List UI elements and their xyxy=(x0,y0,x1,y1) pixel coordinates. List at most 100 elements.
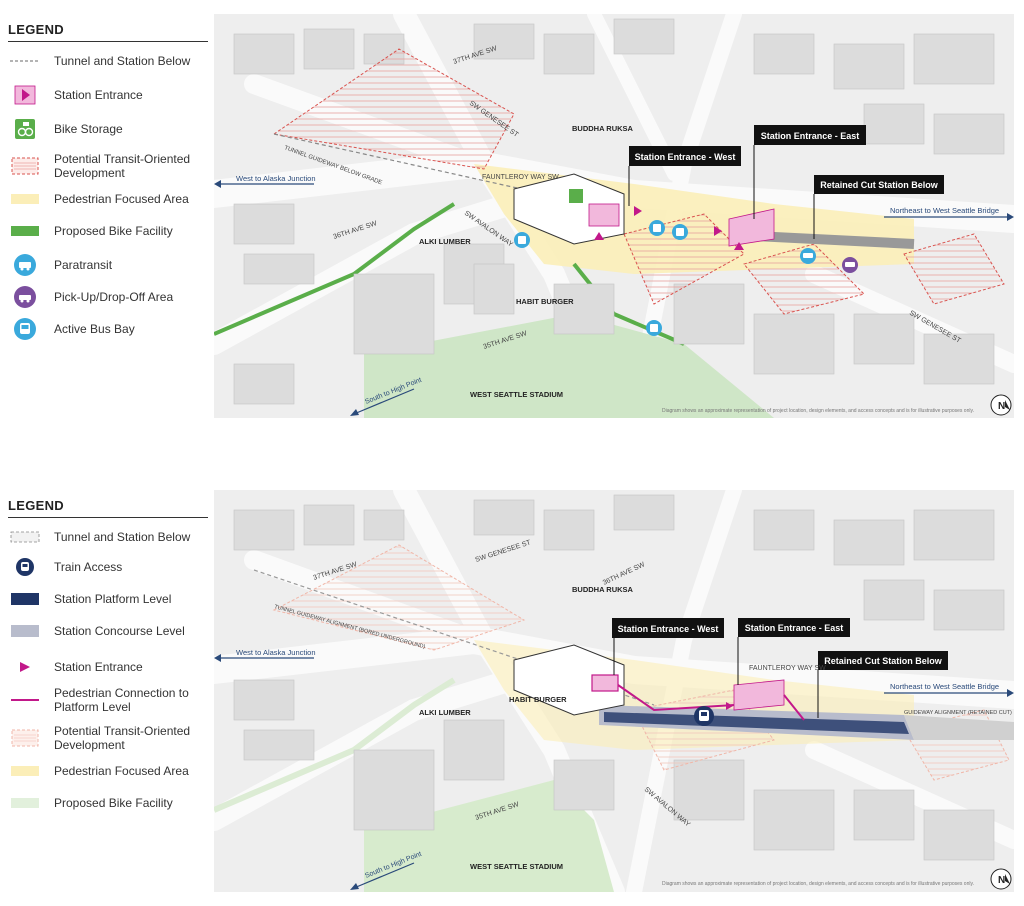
bike-facility-icon xyxy=(8,220,42,242)
legend-label: Station Entrance xyxy=(54,88,143,102)
legend-item-pedestrian: Pedestrian Focused Area xyxy=(8,760,208,782)
north-arrow: N xyxy=(990,868,1012,890)
stadium-field xyxy=(364,780,614,892)
landmark-label: ALKI LUMBER xyxy=(419,708,471,717)
paratransit-icon xyxy=(8,254,42,276)
legend-bottom: LEGEND Tunnel and Station Below Train Ac… xyxy=(8,498,208,822)
landmark-label: WEST SEATTLE STADIUM xyxy=(470,390,563,399)
landmark-label: ALKI LUMBER xyxy=(419,237,471,246)
legend-title: LEGEND xyxy=(8,22,64,37)
direction-arrow-northeast: Northeast to West Seattle Bridge xyxy=(884,206,1014,221)
callout-retained-cut: Retained Cut Station Below xyxy=(813,175,944,239)
legend-label: Proposed Bike Facility xyxy=(54,796,173,810)
bike-facility-icon xyxy=(8,792,42,814)
tunnel-dashed-icon xyxy=(8,526,42,548)
station-west-building xyxy=(513,173,625,245)
entrance-markers xyxy=(594,206,744,250)
legend-item-bike-facility: Proposed Bike Facility xyxy=(8,220,208,242)
arrow-northeast-text: Northeast to West Seattle Bridge xyxy=(890,206,999,215)
legend-item-entrance: Station Entrance xyxy=(8,84,208,106)
landmark-label: BUDDHA RUKSA xyxy=(572,124,634,133)
north-arrow-icon: N xyxy=(998,401,1005,412)
legend-label: Station Concourse Level xyxy=(54,624,185,638)
callout-west-text: Station Entrance - West xyxy=(618,624,719,634)
retained-cut-guideway xyxy=(904,715,1014,740)
legend-label: Tunnel and Station Below xyxy=(54,54,191,68)
guideway-label: GUIDEWAY ALIGNMENT (RETAINED CUT) xyxy=(904,710,1012,716)
station-entrance-icon xyxy=(8,84,42,106)
legend-top: LEGEND Tunnel and Station Below Station … xyxy=(8,22,208,348)
tod-hatch-icon xyxy=(8,727,42,749)
legend-item-train-access: Train Access xyxy=(8,556,208,578)
landmark-label: HABIT BURGER xyxy=(516,297,574,306)
legend-item-pedestrian-connection: Pedestrian Connection to Platform Level xyxy=(8,686,208,714)
callout-station-east: Station Entrance - East xyxy=(753,125,866,219)
pedestrian-connection-icon xyxy=(8,689,42,711)
top-panel: LEGEND Tunnel and Station Below Station … xyxy=(0,0,1024,440)
tunnel-dashed-icon xyxy=(8,50,42,72)
platform-level xyxy=(604,712,909,734)
bus-bay-markers xyxy=(514,220,858,336)
concourse-level-icon xyxy=(8,620,42,642)
north-arrow: N xyxy=(990,394,1012,416)
landmark-labels: BUDDHA RUKSA ALKI LUMBER HABIT BURGER WE… xyxy=(419,585,634,871)
callout-east-text: Station Entrance - East xyxy=(761,131,860,141)
legend-item-bus-bay: Active Bus Bay xyxy=(8,318,208,340)
callout-station-west: Station Entrance - West xyxy=(612,618,724,675)
legend-divider xyxy=(8,41,208,42)
legend-item-tunnel: Tunnel and Station Below xyxy=(8,526,208,548)
tod-zones xyxy=(272,48,1005,315)
pedestrian-area-icon xyxy=(8,760,42,782)
station-map-bottom: Station Entrance - West Station Entrance… xyxy=(214,490,1014,892)
street-label: FAUNTLEROY WAY SW xyxy=(482,174,559,181)
tod-hatch-icon xyxy=(8,155,42,177)
callout-retained-cut: Retained Cut Station Below xyxy=(817,651,948,718)
north-arrow-icon: N xyxy=(998,875,1005,886)
legend-label: Station Platform Level xyxy=(54,592,172,606)
stadium-field xyxy=(364,314,774,418)
legend-item-tod: Potential Transit-Oriented Development xyxy=(8,724,208,752)
legend-label: Station Entrance xyxy=(54,660,143,674)
legend-item-bike-storage: Bike Storage xyxy=(8,118,208,140)
legend-item-tunnel: Tunnel and Station Below xyxy=(8,50,208,72)
disclaimer-text: Diagram shows an approximate representat… xyxy=(662,881,974,887)
station-east-building xyxy=(728,208,775,247)
arrow-west-text: West to Alaska Junction xyxy=(236,648,316,657)
pedestrian-area-icon xyxy=(8,188,42,210)
callout-station-west: Station Entrance - West xyxy=(628,146,741,206)
legend-divider xyxy=(8,517,208,518)
legend-item-pedestrian: Pedestrian Focused Area xyxy=(8,188,208,210)
legend-item-pickup: Pick-Up/Drop-Off Area xyxy=(8,286,208,308)
bike-facility-line xyxy=(214,677,456,813)
legend-label: Bike Storage xyxy=(54,122,123,136)
station-entrance-icon xyxy=(8,656,42,678)
legend-title: LEGEND xyxy=(8,498,64,513)
direction-arrow-west: West to Alaska Junction xyxy=(214,174,316,188)
bike-storage-icon xyxy=(8,118,42,140)
legend-label: Tunnel and Station Below xyxy=(54,530,191,544)
callout-east-text: Station Entrance - East xyxy=(745,623,844,633)
station-east-building xyxy=(733,679,785,711)
legend-label: Train Access xyxy=(54,560,123,574)
landmark-labels: BUDDHA RUKSA ALKI LUMBER HABIT BURGER WE… xyxy=(419,124,634,399)
disclaimer-text: Diagram shows an approximate representat… xyxy=(662,408,974,414)
callout-retained-text: Retained Cut Station Below xyxy=(824,656,943,666)
bottom-panel: LEGEND Tunnel and Station Below Train Ac… xyxy=(0,490,1024,906)
legend-item-concourse: Station Concourse Level xyxy=(8,620,208,642)
building-blocks xyxy=(233,18,1005,405)
direction-arrow-northeast: Northeast to West Seattle Bridge xyxy=(884,682,1014,697)
station-west-building xyxy=(513,644,625,716)
legend-label: Proposed Bike Facility xyxy=(54,224,173,238)
building-blocks xyxy=(233,494,1005,861)
legend-item-tod: Potential Transit-Oriented Development xyxy=(8,152,208,180)
entrance-markers xyxy=(726,702,733,710)
street-label: FAUNTLEROY WAY SW xyxy=(749,665,826,672)
landmark-label: BUDDHA RUKSA xyxy=(572,585,634,594)
bike-facility-line xyxy=(214,202,456,336)
callout-west-text: Station Entrance - West xyxy=(635,152,736,162)
legend-item-platform: Station Platform Level xyxy=(8,588,208,610)
direction-arrow-west: West to Alaska Junction xyxy=(214,648,316,662)
legend-item-paratransit: Paratransit xyxy=(8,254,208,276)
arrow-west-text: West to Alaska Junction xyxy=(236,174,316,183)
legend-label: Pedestrian Focused Area xyxy=(54,764,189,778)
